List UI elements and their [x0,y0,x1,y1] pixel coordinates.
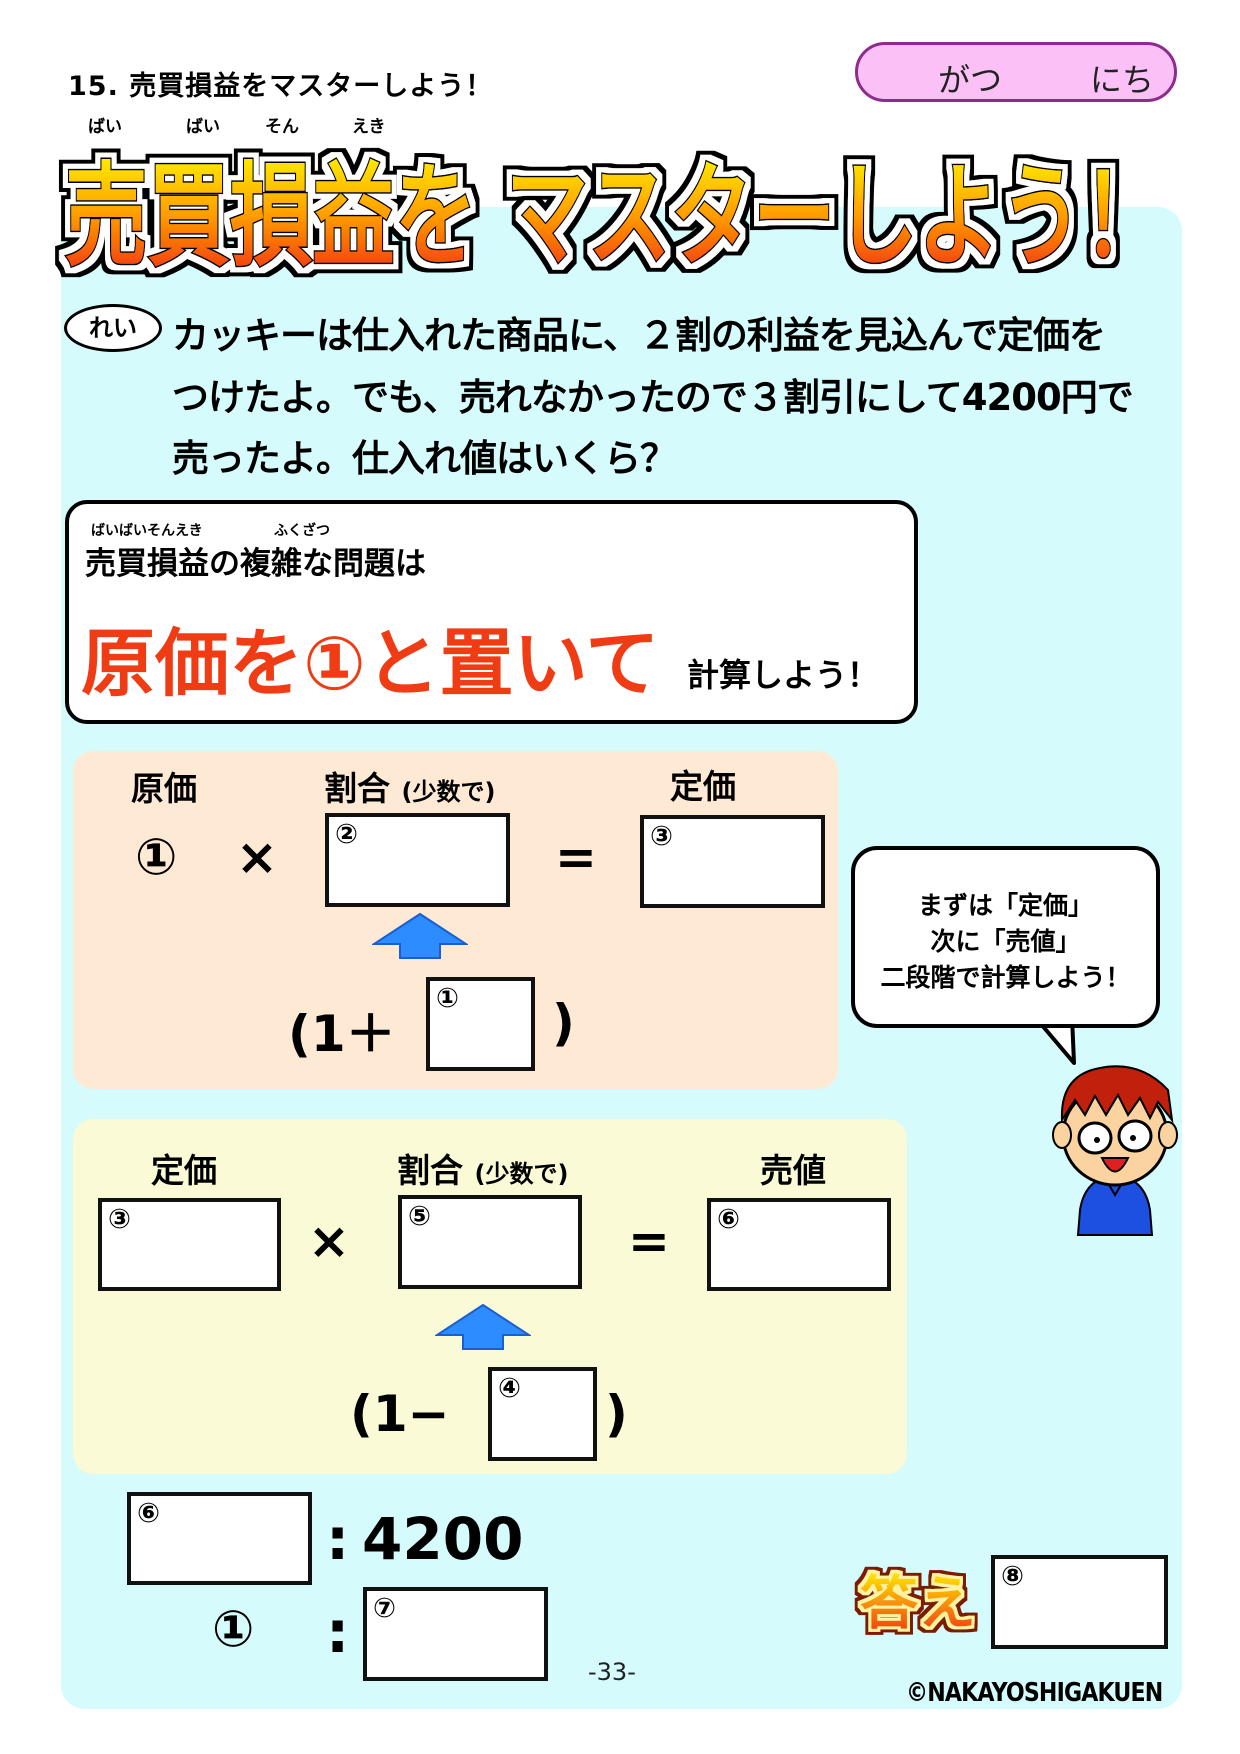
title-furigana-4: えき [352,117,386,137]
times-symbol-2: × [308,1212,350,1270]
answer-label: 答え [860,1569,976,1637]
tip-emphasis: 原価を①と置いて [81,621,660,707]
box-number: ③ [650,821,673,852]
bubble-line-2: 次に「売値」 [930,927,1081,956]
box-number: ④ [498,1373,521,1404]
label-rate-note: (少数で) [474,1160,569,1188]
equals-symbol: = [555,828,597,886]
title-furigana-3: そん [265,117,299,137]
times-symbol: × [236,828,278,886]
tip-line: 売買損益の複雑な問題は [85,546,426,582]
bubble-line-1: まずは「定価」 [917,891,1093,920]
label-list-price-2: 定価 [151,1151,217,1190]
answer-box-6b[interactable]: ⑥ [127,1492,312,1585]
label-rate-text: 割合 [324,769,390,808]
box-number: ⑤ [408,1201,431,1232]
ratio-colon-1: : [326,1505,350,1573]
answer-box-3b[interactable]: ③ [98,1198,281,1291]
answer-label-text: 答え [860,1569,976,1637]
sub-expression-close-2: ) [605,1385,628,1443]
label-rate-note: (少数で) [401,778,496,806]
character-illustration [1052,1065,1178,1236]
label-sale-price: 売値 [760,1151,826,1190]
ratio-value: 4200 [362,1505,524,1573]
label-cost: 原価 [131,769,197,808]
answer-box-5[interactable]: ⑤ [398,1195,582,1289]
box-number: ⑥ [137,1498,160,1529]
copyright: ©NAKAYOSHIGAKUEN [906,1678,1163,1708]
box-number: ③ [108,1204,131,1235]
label-rate: 割合 (少数で) [324,762,495,810]
main-title: 売買損益を マスターしよう！ [64,151,1167,284]
answer-box-4[interactable]: ④ [488,1367,597,1461]
box-number: ② [335,819,358,850]
answer-box-3[interactable]: ③ [640,815,825,908]
box-number: ⑦ [373,1593,396,1624]
up-arrow-icon [372,912,468,959]
sub-expression-open-2: (1− [350,1385,450,1443]
problem-line-2: つけたよ。でも、売れなかったので３割引にして4200円で [172,376,1134,419]
answer-box-2[interactable]: ② [325,813,510,907]
ratio-one: ① [212,1600,255,1658]
page-number: -33- [588,1658,636,1686]
box-number: ⑧ [1001,1561,1024,1592]
title-furigana-1: ばい [88,117,122,137]
tip-suffix: 計算しよう！ [687,656,880,694]
answer-box-6[interactable]: ⑥ [707,1198,891,1291]
sub-expression-close: ) [552,994,575,1052]
label-rate-text: 割合 [397,1151,463,1190]
bubble-line-3: 二段階で計算しよう！ [880,963,1131,992]
month-label: がつ [938,61,1003,99]
box-number: ⑥ [717,1204,740,1235]
equals-symbol-2: = [628,1212,670,1270]
answer-box-7[interactable]: ⑦ [363,1587,548,1681]
tip-furigana-1: ばいばいそんえき [91,523,203,539]
one-symbol: ① [135,828,178,886]
title-text: 売買損益を マスターしよう！ [65,152,1165,282]
answer-box-8[interactable]: ⑧ [991,1555,1168,1649]
speech-bubble: まずは「定価」 次に「売値」 二段階で計算しよう！ [851,846,1160,1028]
date-field[interactable]: がつ にち [855,42,1177,102]
title-furigana-2: ばい [186,117,220,137]
sub-expression-open: (1＋ [288,1005,396,1063]
tip-box: ばいばいそんえき ふくざつ 売買損益の複雑な問題は 原価を①と置いて 計算しよう… [65,500,918,724]
tip-furigana-2: ふくざつ [274,523,330,539]
label-list-price: 定価 [670,767,736,806]
ratio-colon-2: : [326,1598,350,1666]
example-badge: れい [64,304,162,352]
problem-line-1: カッキーは仕入れた商品に、２割の利益を見込んで定価を [172,314,1106,357]
day-label: にち [1090,61,1155,99]
box-number: ① [436,983,459,1014]
label-rate-2: 割合 (少数で) [397,1144,568,1192]
answer-box-1[interactable]: ① [426,977,535,1071]
problem-line-3: 売ったよ。仕入れ値はいくら？ [172,437,677,480]
up-arrow-icon [435,1303,531,1350]
worksheet-header: 15. 売買損益をマスターしよう！ [68,71,494,102]
